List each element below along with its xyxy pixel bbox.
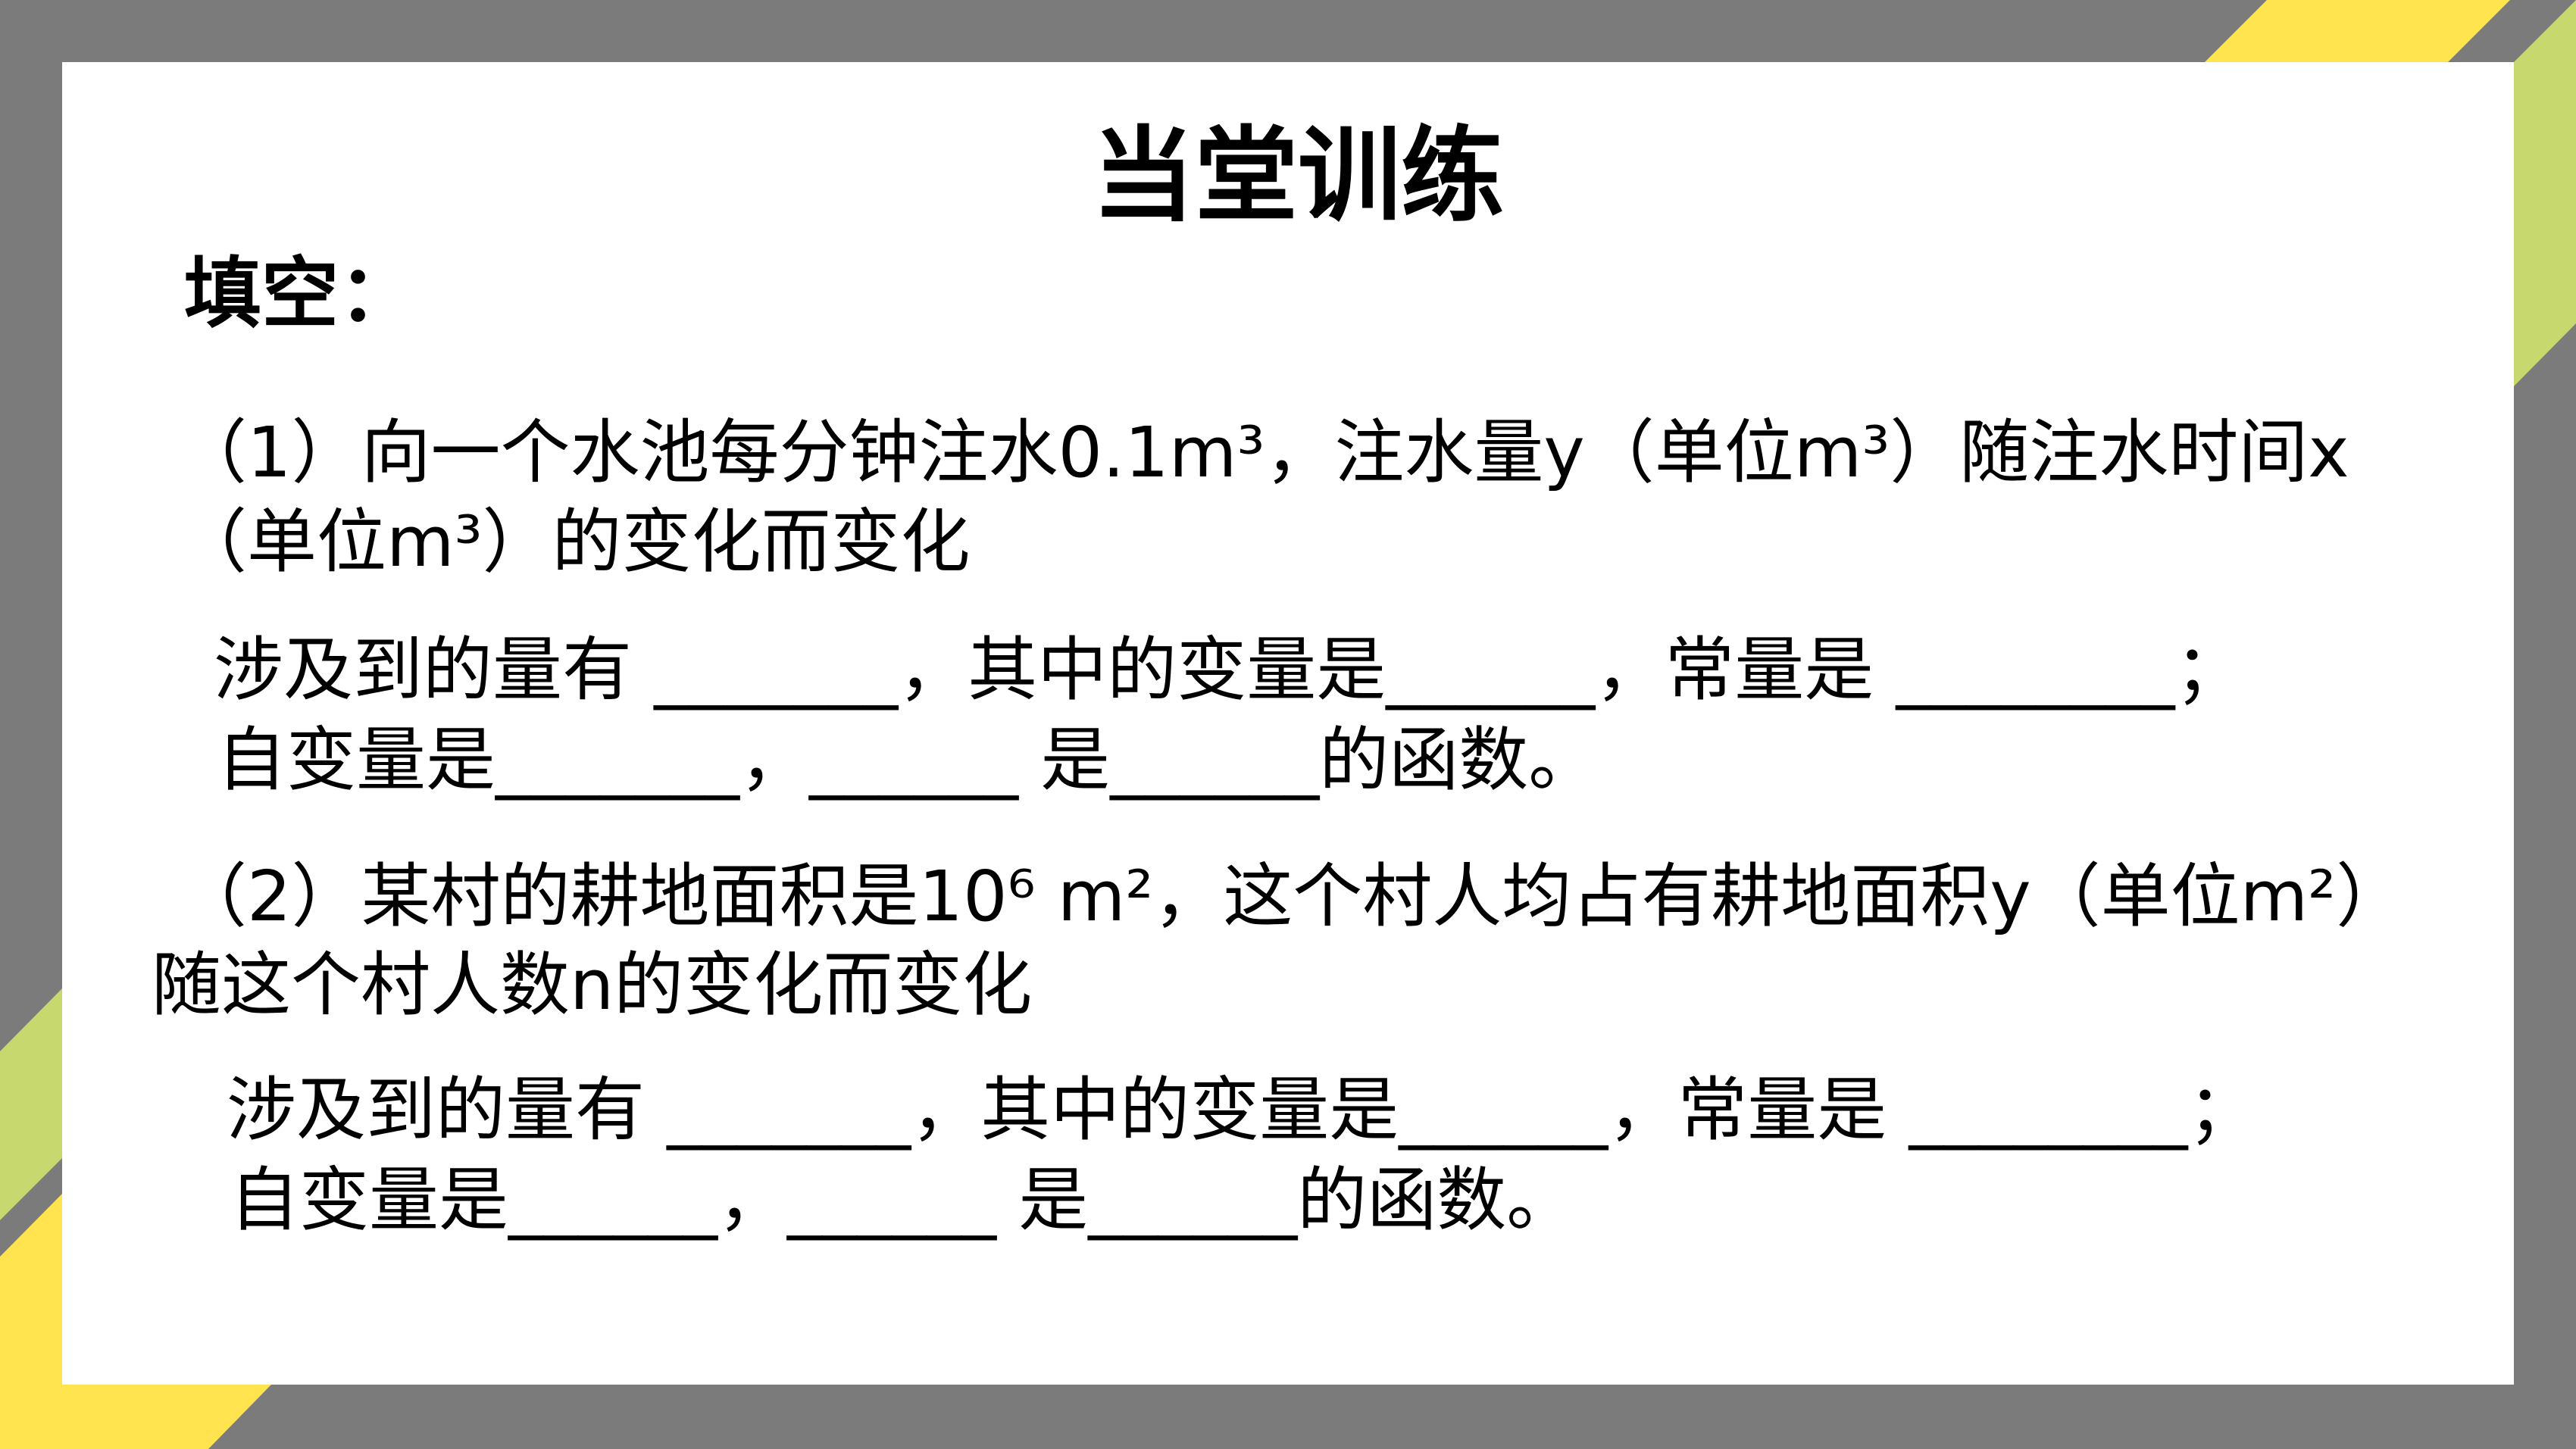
question-2-prompt-line-2: 随这个村人数n的变化而变化 bbox=[152, 945, 1033, 1026]
question-2-prompt-line-1: （2）某村的耕地面积是10⁶ m²，这个村人均占有耕地面积y（单位m²） bbox=[177, 856, 2406, 937]
question-1-blank-line-2: 自变量是_______，______ 是______的函数。 bbox=[217, 720, 1599, 801]
corner-stripe-green-bottom-left bbox=[0, 988, 62, 1220]
question-1-prompt-line-1: （1）向一个水池每分钟注水0.1m³，注水量y（单位m³）随注水时间x bbox=[177, 412, 2349, 493]
corner-stripe-green-top-right bbox=[2514, 0, 2576, 386]
corner-stripe-yellow-bottom-left bbox=[0, 1194, 271, 1449]
question-2-blank-line-1: 涉及到的量有 _______，其中的变量是______，常量是 ________… bbox=[227, 1070, 2258, 1151]
content-panel bbox=[62, 62, 2514, 1385]
corner-stripe-yellow-top-right bbox=[2205, 0, 2510, 62]
question-1-blank-line-1: 涉及到的量有 _______，其中的变量是______，常量是 ________… bbox=[214, 629, 2245, 710]
section-label: 填空： bbox=[184, 249, 416, 339]
page-title: 当堂训练 bbox=[1092, 117, 1504, 236]
question-2-blank-line-2: 自变量是______，______ 是______的函数。 bbox=[230, 1160, 1577, 1241]
question-1-prompt-line-2: （单位m³）的变化而变化 bbox=[177, 501, 971, 582]
